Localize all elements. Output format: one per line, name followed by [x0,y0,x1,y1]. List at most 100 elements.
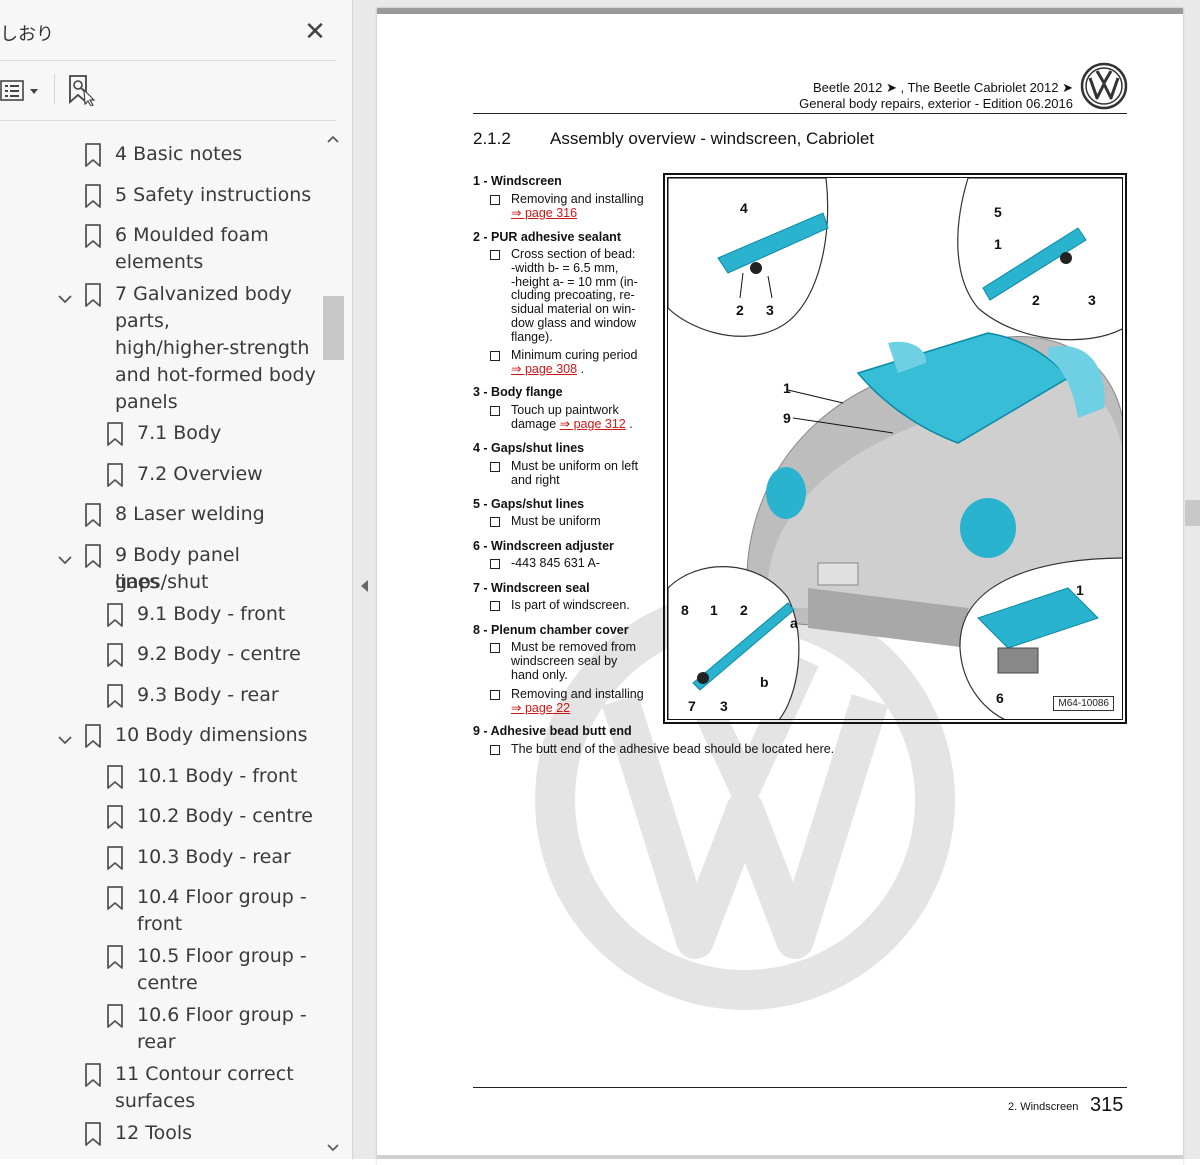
bookmark-icon [106,765,124,790]
note-line: cluding precoating, re- [511,288,635,303]
bookmarks-panel-title: しおり [0,24,54,45]
bookmark-label: 10.3 Body - rear [137,846,291,868]
note-line: windscreen seal by [511,653,618,668]
note-line: flange). [511,329,553,344]
figure-callout-label: 3 [766,302,774,318]
bookmark-icon [84,224,102,249]
page-link[interactable]: ⇒ page 316 [511,205,578,220]
doc-header-model: Beetle 2012 ➤ , The Beetle Cabriolet 201… [812,80,1073,95]
bookmark-label: 11 Contour correct [115,1063,294,1085]
figure-callout-label: 2 [740,602,748,618]
bookmark-label: front [137,913,183,935]
bookmarks-panel: しおり ✕ 4 Basic notes 5 Safety instructions… [0,0,353,1159]
bookmark-icon [106,643,124,668]
note-link-line: damage ⇒ page 312 . [511,416,633,432]
chevron-down-icon[interactable] [57,287,73,304]
assembly-item-note: The butt end of the adhesive bead should… [511,742,834,757]
note-line: hand only. [511,667,568,682]
bookmark-label: 7.2 Overview [137,463,263,485]
note-line: Removing and installing [511,687,644,701]
checkbox-bullet-icon [490,406,500,416]
note-line: -height a- = 10 mm (in- [511,274,638,289]
bookmark-icon [84,143,102,168]
scroll-down-arrow-icon[interactable] [322,1138,344,1158]
bookmark-label: 7.1 Body [137,422,222,444]
bookmarks-scrollbar[interactable] [322,128,344,1159]
note-line: Must be uniform on left [511,459,639,473]
page-link[interactable]: ⇒ page 308 [511,361,578,376]
bookmark-label: panels [115,391,178,413]
figure-callout-label: 1 [710,602,718,618]
bookmark-icon [106,422,124,447]
bookmark-label: lines [115,571,160,593]
note-text: . [577,361,585,376]
figure-callout-label: 2 [1032,292,1040,308]
figure-code: M64-10086 [1053,696,1114,711]
figure-callout-label: 3 [720,698,728,714]
note-line: -width b- = 6.5 mm, [511,260,619,275]
bookmark-label: 10.4 Floor group - [137,886,307,908]
note-line: sidual material on win- [511,302,636,317]
bookmark-icon [106,1004,124,1029]
chevron-down-icon[interactable] [57,548,73,565]
assembly-item-note: Cross section of bead:-width b- = 6.5 mm… [511,247,638,345]
viewer-scrollbar-thumb[interactable] [1185,500,1200,526]
bookmark-icon [84,503,102,528]
note-line: -443 845 631 A- [511,556,600,570]
page-link[interactable]: ⇒ page 312 [559,416,626,431]
figure-callout-label: b [760,674,769,690]
bookmark-icon [84,283,102,308]
list-options-icon [0,80,38,101]
scrollbar-thumb[interactable] [323,296,344,360]
bookmark-label: 5 Safety instructions [115,184,312,206]
figure-callout-label: 5 [994,204,1002,220]
bookmark-label: and hot-formed body [115,364,316,386]
bookmark-label: 8 Laser welding [115,503,265,525]
bookmark-label: 12 Tools [115,1122,193,1144]
bookmark-label: 4 Basic notes [115,143,243,165]
vw-logo-icon [1080,62,1128,110]
scroll-up-arrow-icon[interactable] [322,130,344,150]
chevron-down-icon[interactable] [57,728,73,745]
figure-callout-label: 8 [681,602,689,618]
page-link[interactable]: ⇒ page 22 [511,700,571,715]
figure-callout-label: a [790,615,798,631]
note-text: . [625,416,633,431]
section-title: Assembly overview - windscreen, Cabriole… [550,129,875,148]
assembly-item-note: Removing and installing⇒ page 316 [511,192,644,221]
bookmark-label: rear [137,1031,176,1053]
bookmark-label: 10.1 Body - front [137,765,298,787]
figure-callout-label: 1 [783,380,791,396]
page-number: 315 [1090,1094,1124,1116]
checkbox-bullet-icon [490,690,500,700]
bookmark-label: parts, [115,310,170,332]
footer-rule [473,1087,1127,1088]
collapse-panel-arrow-icon[interactable] [358,578,372,594]
assembly-item-note: -443 845 631 A- [511,556,600,571]
checkbox-bullet-icon [490,195,500,205]
assembly-item-title: 6 - Windscreen adjuster [473,539,614,553]
bookmark-icon [84,544,102,569]
bookmark-label: 9 Body panel gaps/shut [115,544,240,593]
checkbox-bullet-icon [490,745,500,755]
bookmark-options-button[interactable] [0,78,42,104]
header-rule [473,113,1127,114]
note-link-line: ⇒ page 22 [511,700,644,716]
bookmark-icon [106,846,124,871]
bookmark-icon [84,184,102,209]
bookmark-icon [106,603,124,628]
bookmark-label: surfaces [115,1090,196,1112]
close-icon[interactable]: ✕ [304,16,326,46]
divider [0,60,336,61]
toolbar-divider [54,74,55,104]
bookmark-icon [106,886,124,911]
bookmark-label: 9.2 Body - centre [137,643,301,665]
find-current-bookmark-button[interactable] [66,74,98,107]
note-line: and right [511,472,560,487]
note-link-line: ⇒ page 316 [511,205,644,221]
checkbox-bullet-icon [490,351,500,361]
